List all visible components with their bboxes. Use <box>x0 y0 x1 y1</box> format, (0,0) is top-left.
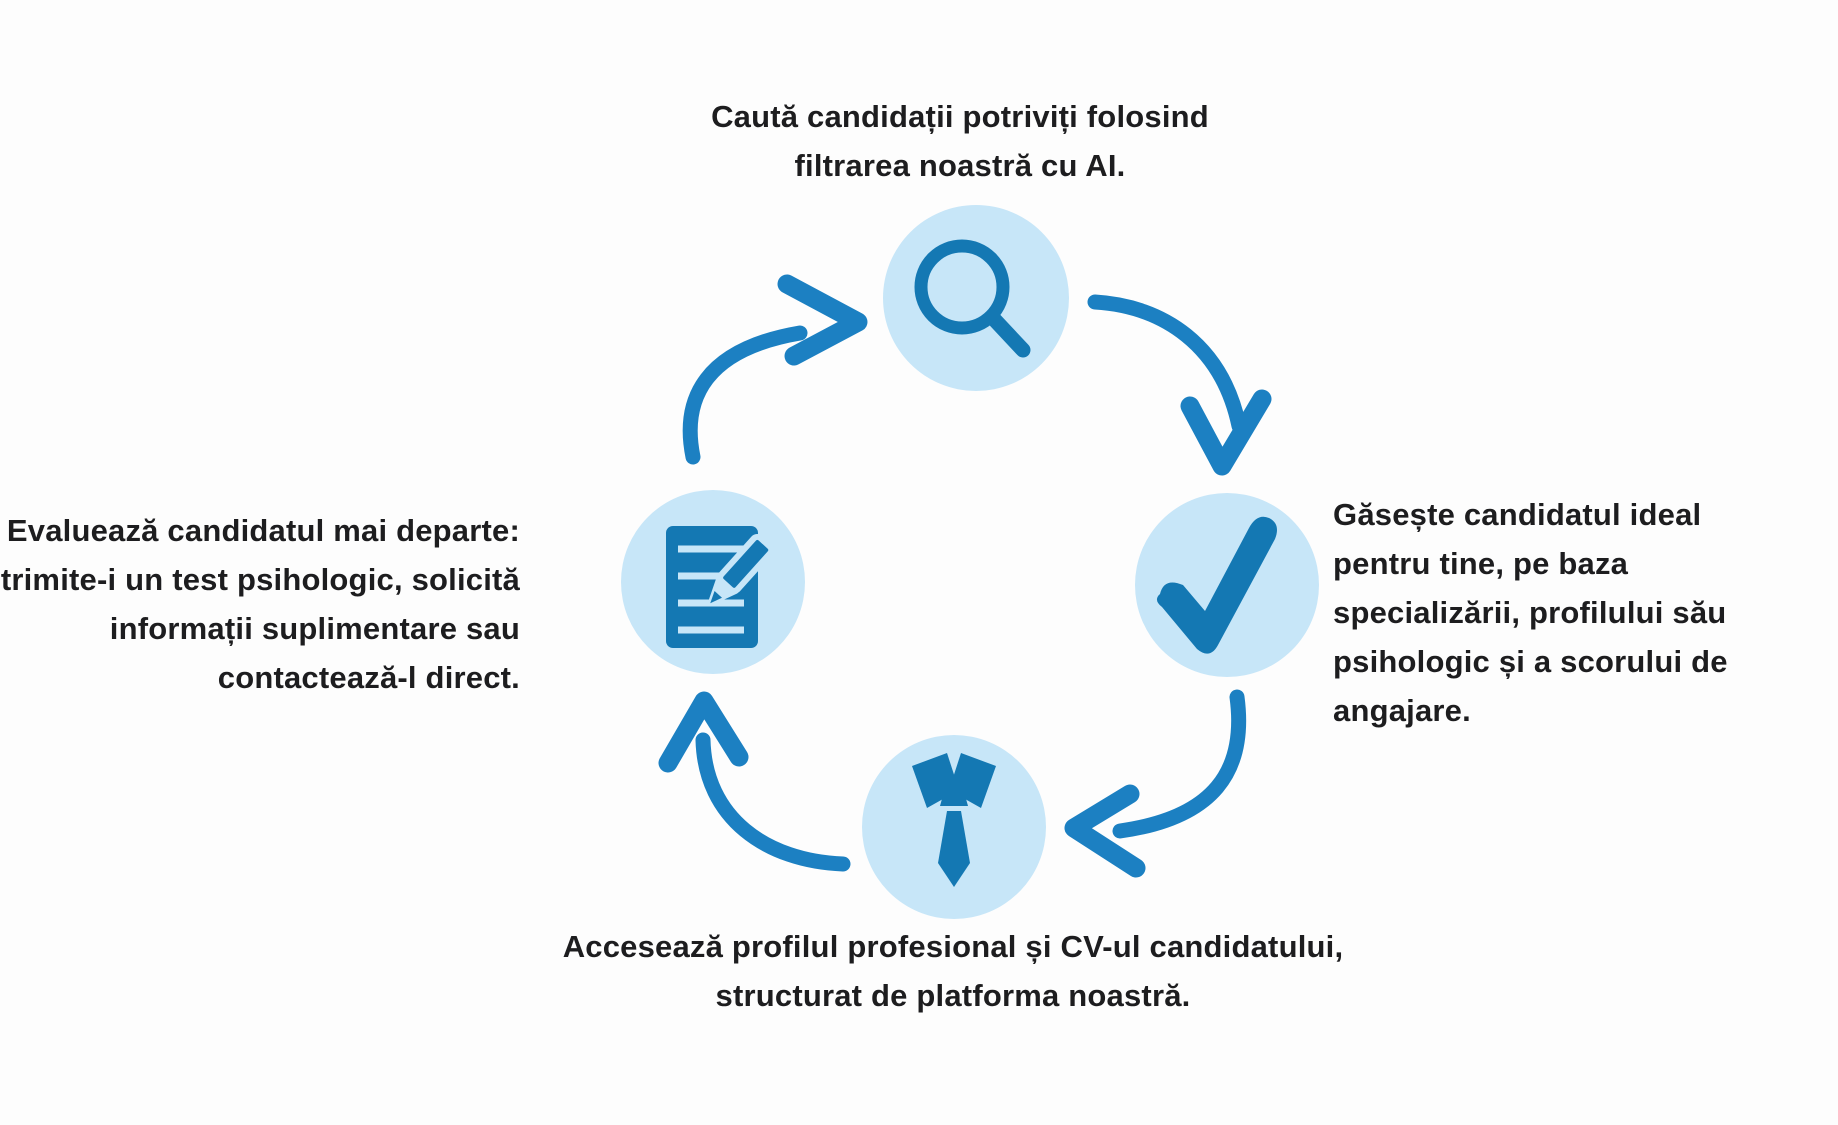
arrow-profile-to-evaluate <box>658 691 851 872</box>
checkmark-icon <box>1156 516 1277 654</box>
pencil-icon <box>707 534 775 606</box>
tie-icon <box>912 753 996 887</box>
magnifier-icon <box>914 239 1031 358</box>
step-text-search: Caută candidații potriviți folosind filt… <box>711 99 1209 183</box>
step-text-evaluate: Evaluează candidatul mai departe: trimit… <box>0 513 520 695</box>
document-pencil-icon <box>666 526 775 648</box>
arrow-evaluate-to-search <box>682 274 868 465</box>
step-text-profile: Accesează profilul profesional și CV-ul … <box>562 929 1344 1013</box>
step-text-match: Găsește candidatul ideal pentru tine, pe… <box>1333 497 1728 728</box>
step-circle-search <box>883 205 1069 391</box>
arrow-search-to-match <box>1087 294 1272 476</box>
arrow-match-to-profile <box>1064 689 1247 878</box>
